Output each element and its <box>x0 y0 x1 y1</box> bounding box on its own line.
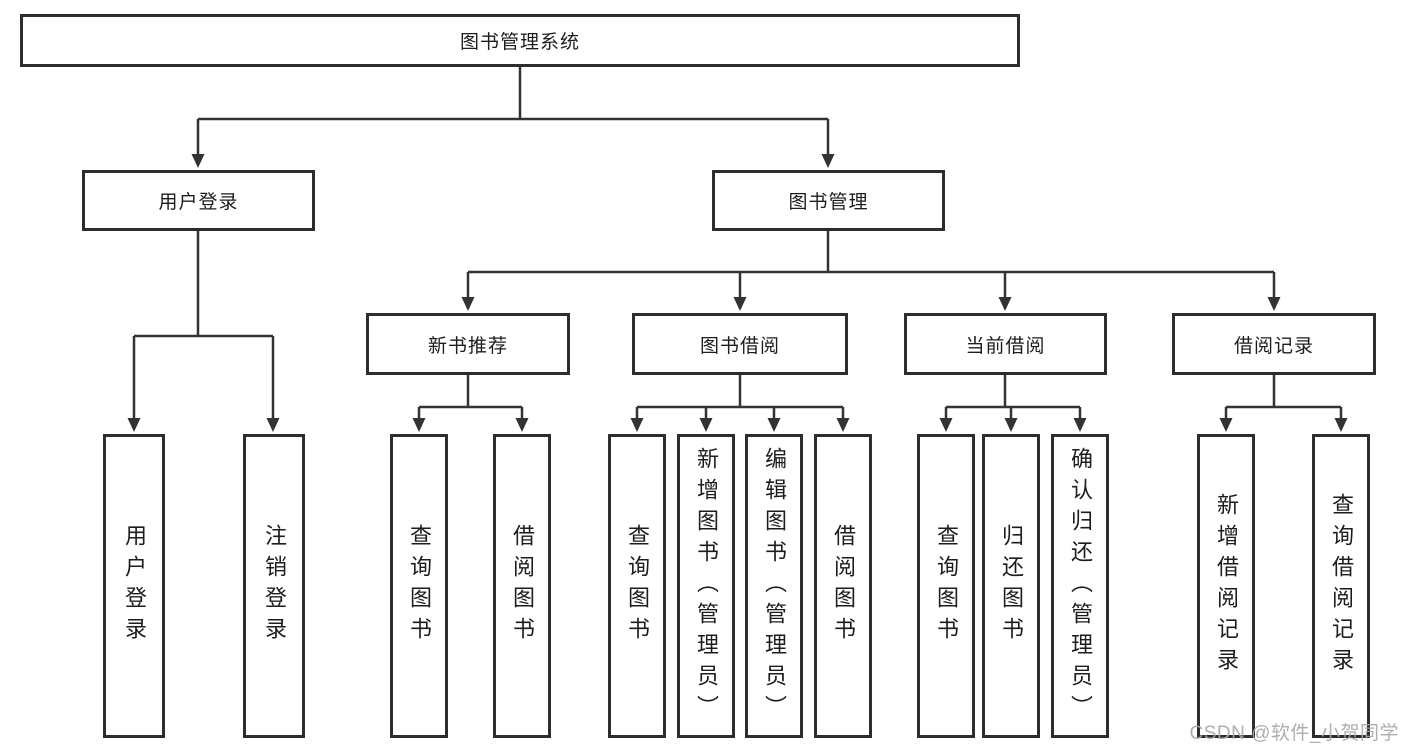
node-current-borrow: 当前借阅 <box>904 313 1107 375</box>
leaf-borrow-books-recommend: 借阅图书 <box>493 434 551 738</box>
leaf-logout: 注销登录 <box>243 434 305 738</box>
leaf-confirm-return-admin: 确认归还（管理员） <box>1051 434 1109 738</box>
tree-connector-path <box>132 67 1343 419</box>
node-book-borrow: 图书借阅 <box>632 313 848 375</box>
leaf-query-books-current: 查询图书 <box>917 434 975 738</box>
leaf-borrow-books: 借阅图书 <box>814 434 872 738</box>
leaf-edit-books-admin: 编辑图书（管理员） <box>745 434 803 738</box>
csdn-watermark: CSDN @软件_小贺同学 <box>1189 723 1399 744</box>
leaf-return-books: 归还图书 <box>982 434 1040 738</box>
leaf-add-borrow-record: 新增借阅记录 <box>1197 434 1255 738</box>
node-borrow-records: 借阅记录 <box>1172 313 1376 375</box>
node-user-login-branch: 用户登录 <box>82 170 315 231</box>
leaf-query-books-recommend: 查询图书 <box>390 434 448 738</box>
leaf-query-borrow-record: 查询借阅记录 <box>1312 434 1370 738</box>
leaf-add-books-admin: 新增图书（管理员） <box>677 434 735 738</box>
leaf-query-books-borrow: 查询图书 <box>608 434 666 738</box>
node-new-book-recommend: 新书推荐 <box>366 313 570 375</box>
node-root-system: 图书管理系统 <box>20 14 1020 67</box>
leaf-user-login: 用户登录 <box>103 434 165 738</box>
node-book-management-branch: 图书管理 <box>712 170 945 231</box>
